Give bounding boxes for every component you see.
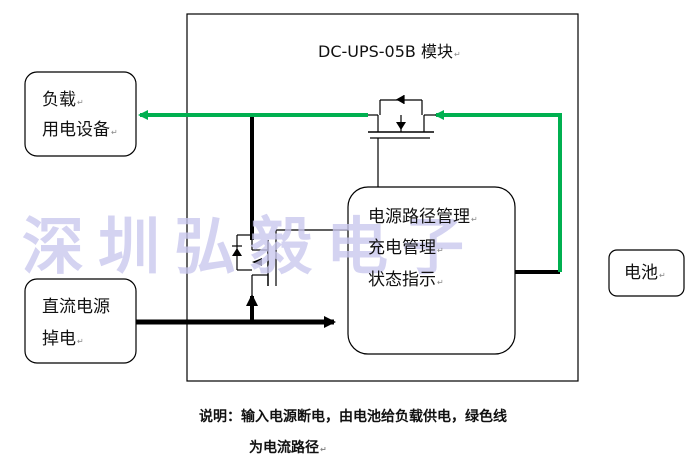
dc-source-text-2: 掉电 bbox=[42, 329, 76, 349]
battery-label: 电池↵ bbox=[624, 263, 666, 286]
current-path-line bbox=[434, 110, 562, 272]
controller-text-3: 状态指示 bbox=[368, 270, 436, 290]
load-label-line2: 用电设备↵ bbox=[42, 120, 118, 143]
paragraph-mark: ↵ bbox=[659, 271, 666, 280]
controller-line2: 充电管理↵ bbox=[368, 238, 444, 261]
dc-source-label-line1: 直流电源 bbox=[42, 297, 110, 317]
controller-text-1: 电源路径管理 bbox=[368, 207, 470, 227]
caption-line1: 说明：输入电源断电，由电池给负载供电，绿色线 bbox=[199, 406, 507, 426]
paragraph-mark: ↵ bbox=[111, 128, 118, 137]
battery-box bbox=[608, 249, 685, 297]
module-title: DC-UPS-05B 模块↵ bbox=[318, 42, 461, 65]
controller-text-2: 充电管理 bbox=[368, 238, 436, 258]
paragraph-mark: ↵ bbox=[453, 50, 461, 59]
paragraph-mark: ↵ bbox=[77, 98, 84, 107]
paragraph-mark: ↵ bbox=[320, 445, 327, 454]
load-label-text-1: 负载 bbox=[42, 90, 76, 110]
paragraph-mark: ↵ bbox=[77, 337, 84, 346]
top-mosfet-icon bbox=[368, 95, 436, 139]
caption-line2: 为电流路径↵ bbox=[249, 437, 327, 457]
left-mosfet-icon bbox=[232, 230, 277, 296]
paragraph-mark: ↵ bbox=[437, 278, 444, 287]
load-box bbox=[24, 71, 137, 157]
dc-source-label-line2: 掉电↵ bbox=[42, 329, 84, 352]
load-label-line1: 负载↵ bbox=[42, 90, 84, 113]
paragraph-mark: ↵ bbox=[437, 246, 444, 255]
module-title-text: DC-UPS-05B 模块 bbox=[318, 42, 453, 61]
battery-text: 电池 bbox=[624, 263, 658, 283]
load-label-text-2: 用电设备 bbox=[42, 120, 110, 140]
controller-line3: 状态指示↵ bbox=[368, 270, 444, 293]
dc-source-text-1: 直流电源 bbox=[42, 297, 110, 317]
controller-line1: 电源路径管理↵ bbox=[368, 207, 478, 230]
paragraph-mark: ↵ bbox=[471, 215, 478, 224]
caption-text-2: 为电流路径 bbox=[249, 440, 319, 456]
watermark: 深圳弘毅电子 bbox=[22, 210, 479, 283]
caption-text-1: 说明：输入电源断电，由电池给负载供电，绿色线 bbox=[199, 409, 507, 425]
module-frame bbox=[186, 13, 579, 382]
